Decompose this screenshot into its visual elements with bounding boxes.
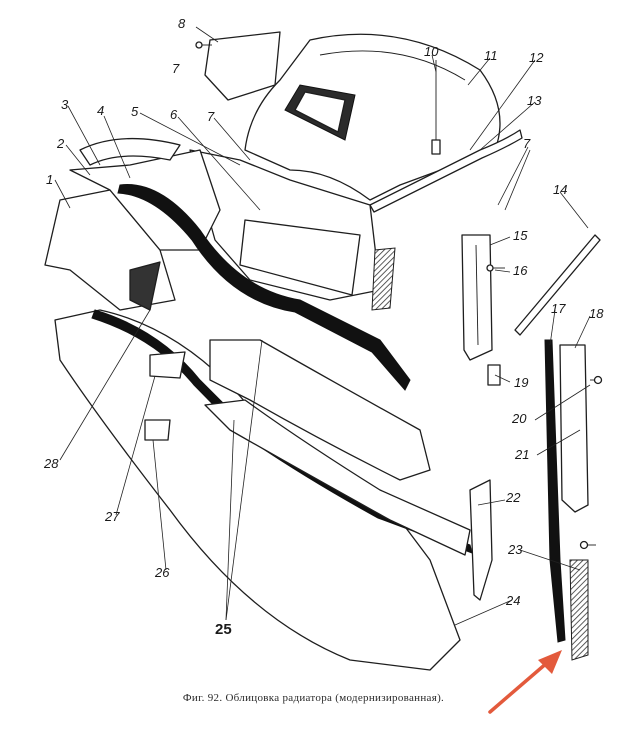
part-4-seal	[117, 184, 411, 391]
part-11-hood	[244, 33, 501, 201]
callout-9: 8	[178, 16, 186, 31]
callout-18: 18	[589, 306, 604, 321]
callout-19: 19	[514, 375, 529, 390]
callout-6: 6	[170, 107, 178, 122]
callout-14: 14	[553, 182, 568, 197]
part-6-plate	[239, 219, 361, 296]
part-19-clip	[487, 364, 501, 386]
part-11-ridge	[319, 50, 466, 81]
part-14-rod	[514, 234, 601, 336]
callout-7-left: 7	[207, 109, 215, 124]
part-26-bracket	[144, 419, 171, 441]
callout-20: 20	[512, 411, 527, 426]
part-23-strip	[569, 559, 589, 661]
callout-28: 28	[44, 456, 59, 471]
part-12-trim-strip	[369, 129, 523, 213]
part-18-bracket	[559, 344, 589, 513]
part-15-bracket	[461, 234, 493, 361]
callout-13: 13	[527, 93, 542, 108]
red-arrow-icon	[488, 650, 562, 714]
callout-26: 26	[155, 565, 170, 580]
callout-15: 15	[513, 228, 528, 243]
callout-10: 10	[424, 44, 439, 59]
part-25-panel	[209, 339, 431, 481]
callout-25: 25	[215, 621, 232, 638]
part-3-curve	[79, 137, 181, 166]
part-25-lower-panel	[204, 399, 471, 556]
hatched-pad	[371, 247, 396, 311]
part-24-lower-cover	[54, 309, 461, 671]
callout-12: 12	[529, 50, 544, 65]
callout-3: 3	[61, 97, 69, 112]
callout-22: 22	[506, 490, 521, 505]
callout-11: 11	[484, 48, 498, 63]
part-10-bolt	[431, 60, 441, 155]
callout-16: 16	[513, 263, 528, 278]
callout-4: 4	[97, 103, 105, 118]
part-11-grille-window-inner	[294, 91, 346, 133]
figure-caption: Фиг. 92. Облицовка радиатора (модернизир…	[182, 692, 445, 704]
callout-1: 1	[46, 172, 54, 187]
part-9-panel	[204, 31, 281, 101]
callout-27: 27	[105, 509, 120, 524]
callout-2: 2	[57, 136, 65, 151]
part-8-bolt	[195, 41, 212, 49]
callout-5: 5	[131, 104, 139, 119]
part-27-bracket	[149, 351, 186, 379]
callout-7-right: 7	[523, 136, 531, 151]
callout-21: 21	[515, 447, 530, 462]
part-20-bolt	[590, 375, 603, 385]
part-22-piece	[469, 479, 493, 601]
part-21-bolt	[579, 540, 596, 550]
callout-8: 7	[172, 61, 180, 76]
callout-24: 24	[506, 593, 521, 608]
part-16-bolt	[486, 264, 505, 272]
callout-23: 23	[508, 542, 523, 557]
leader-lines	[54, 26, 591, 626]
callout-17: 17	[551, 301, 566, 316]
